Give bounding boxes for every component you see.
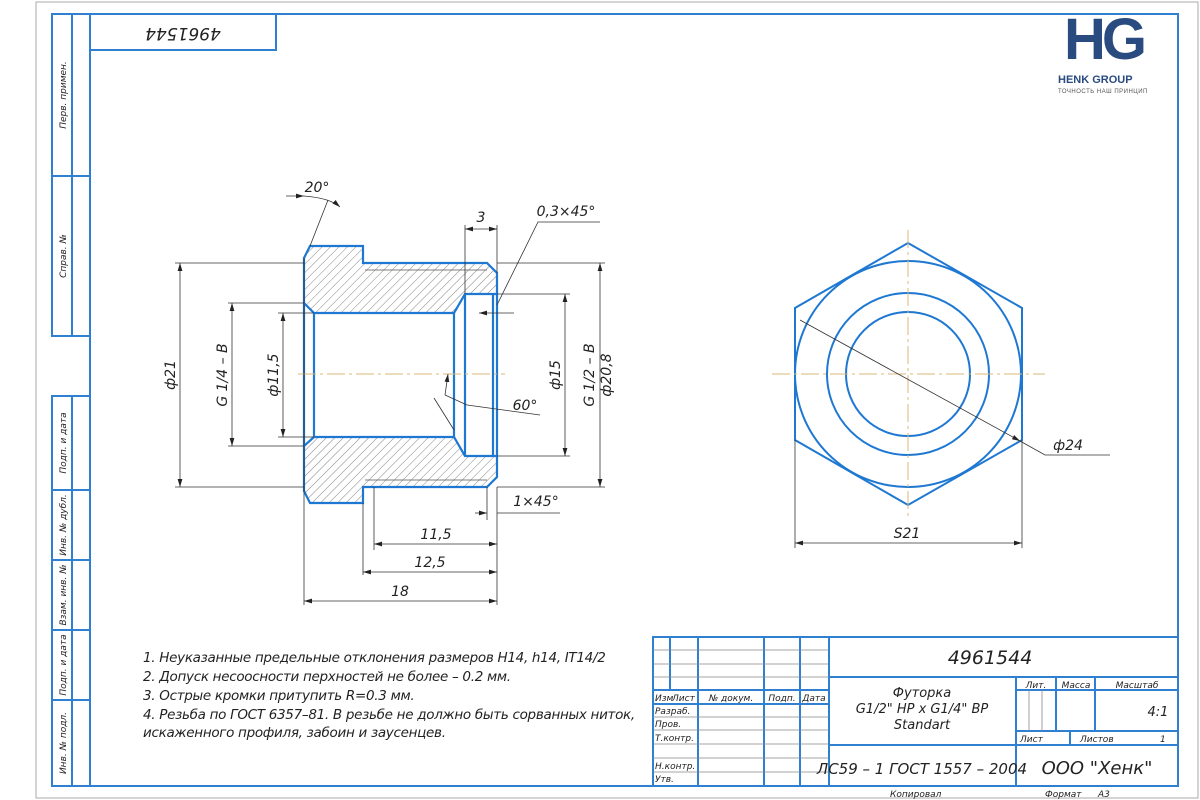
section-view: 20° 3 0,3×45° ф21 G 1/4 – B ф11,5 60° ф1… [163,180,615,605]
title-drawing-number: 4961544 [948,647,1033,669]
dim-len-11-5: 11,5 [420,527,451,543]
hex-end-view: ф24 S21 [772,230,1110,548]
note-4: 4. Резьба по ГОСТ 6357–81. В резьбе не д… [143,707,635,723]
col-doc: № докум. [708,694,753,704]
scale-label: Масштаб [1116,681,1159,691]
side-label: Подп. и дата [59,412,69,473]
note-2: 2. Допуск несоосности перхностей не боле… [143,669,511,685]
sheet-label: Лист [1019,735,1044,745]
side-label: Взам. инв. № [59,564,69,625]
side-label: Справ. № [59,234,69,278]
part-standard: Standart [894,718,951,733]
side-label: Подп. и дата [59,634,69,695]
dim-3: 3 [477,210,486,226]
dim-len-18: 18 [391,584,409,600]
dim-chamfer-03: 0,3×45° [537,204,596,220]
lit-label: Лит. [1025,681,1047,691]
side-label: Инв. № подл. [59,712,69,774]
col-list: Лист [671,694,696,704]
logo-name: HENK GROUP [1058,74,1133,86]
row-nkontr: Н.контр. [655,762,695,772]
logo-tagline: ТОЧНОСТЬ НАШ ПРИНЦИП [1058,89,1148,95]
material: ЛС59 – 1 ГОСТ 1557 – 2004 [816,760,1027,778]
title-block [652,636,1179,787]
dim-angle-60: 60° [513,398,538,414]
format-value: А3 [1097,790,1110,800]
part-name: Футорка [893,686,952,701]
scale-value: 4:1 [1148,705,1169,720]
col-sign: Подп. [768,694,795,704]
copied-label: Копировал [890,790,942,800]
row-utv: Утв. [655,775,674,785]
format-label: Формат [1045,790,1082,800]
note-3: 3. Острые кромки притупить R=0.3 мм. [143,688,415,704]
dim-dia-20-8: ф20,8 [599,353,615,396]
dim-dia-21: ф21 [163,360,179,390]
dim-len-12-5: 12,5 [414,555,445,571]
company: ООО "Хенк" [1042,758,1153,779]
sheet-edge [35,1,1199,799]
row-prov: Пров. [655,720,681,730]
col-izm: Изм [655,694,674,704]
side-label: Инв. № дубл. [59,494,69,556]
dim-s21: S21 [894,526,921,542]
row-tkontr: Т.контр. [655,734,694,744]
row-razrab: Разраб. [655,707,690,717]
dim-angle-20: 20° [305,180,330,196]
note-1: 1. Неуказанные предельные отклонения раз… [143,650,606,666]
upper-section [302,244,499,315]
dim-thread-g12: G 1/2 – B [582,343,598,406]
dim-dia-24: ф24 [1053,438,1083,454]
sheets-count: 1 [1160,735,1166,745]
dim-chamfer-1: 1×45° [513,494,558,510]
dim-dia-11-5: ф11,5 [266,353,282,396]
sheets-label: Листов [1079,735,1114,745]
lower-section [302,435,499,505]
number-stamp: 4961544 [145,23,221,43]
note-4-cont: искаженного профиля, забоин и заусенцев. [143,725,446,741]
dim-thread-g14: G 1/4 – B [215,343,231,406]
part-spec: G1/2" НР х G1/4" ВР [856,702,989,717]
dim-dia-15: ф15 [548,360,564,390]
logo-mark: HG [1064,7,1147,72]
mass-label: Масса [1062,681,1091,691]
side-stamp-strip [51,13,91,787]
side-label: Перв. примен. [59,61,69,129]
col-date: Дата [801,694,825,704]
henk-group-logo: HG HENK GROUP ТОЧНОСТЬ НАШ ПРИНЦИП [1056,10,1156,102]
